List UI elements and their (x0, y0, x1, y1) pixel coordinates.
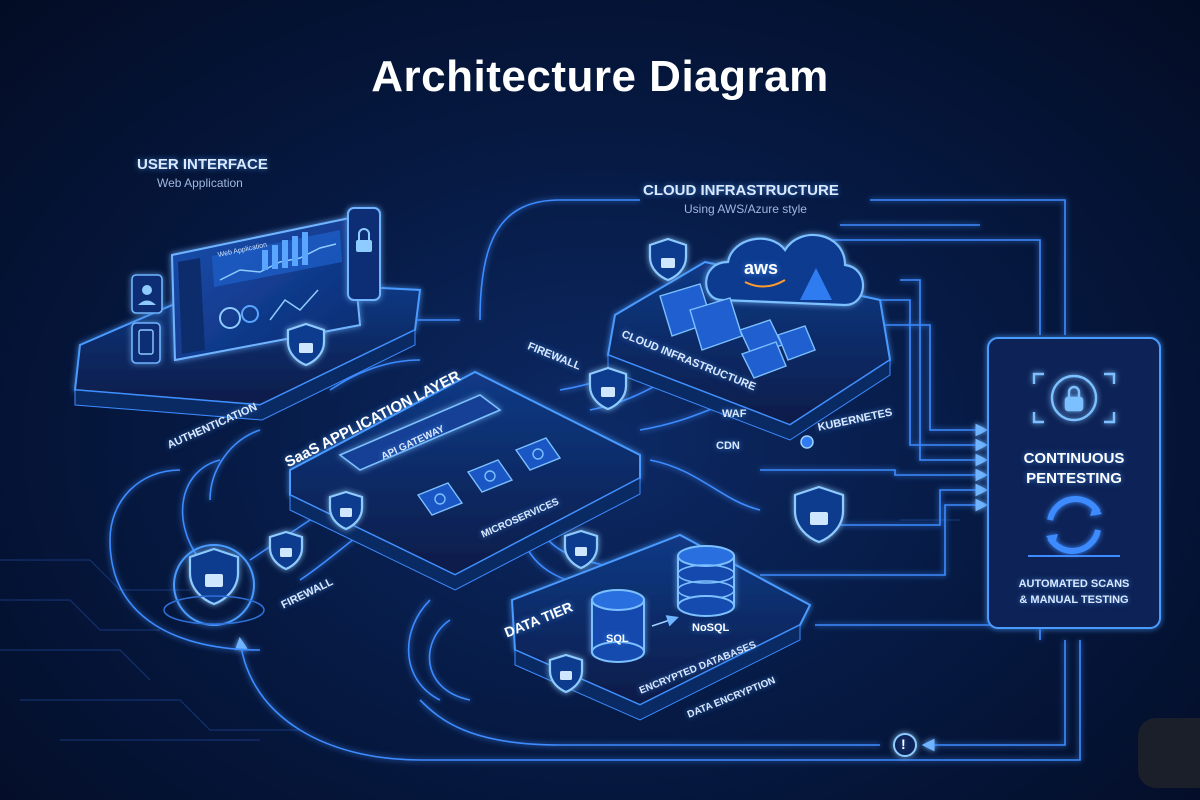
mobile-icon (131, 322, 161, 364)
user-icon (131, 274, 163, 314)
waf-label: WAF (722, 408, 747, 420)
cloud-icon (705, 234, 865, 307)
firewall-ring-base (163, 595, 265, 625)
lock-icon (205, 258, 828, 680)
pentesting-panel (987, 337, 1161, 629)
cloud-subtitle: Using AWS/Azure style (684, 202, 807, 216)
user-interface-title: USER INTERFACE (137, 156, 268, 173)
cdn-label: CDN (716, 440, 740, 452)
connection-lines (109, 199, 1081, 761)
nosql-database-icon (677, 545, 735, 617)
user-interface-platform (73, 207, 422, 421)
laptop-dashboard (170, 216, 362, 362)
mobile-lock-icon (347, 207, 381, 301)
data-tier-platform (510, 533, 812, 721)
alert-symbol: ! (901, 736, 906, 752)
sql-label: SQL (606, 633, 629, 645)
cycle-arrows-icon (1046, 496, 1102, 554)
kubernetes-icon (800, 435, 814, 449)
scan-lock-icon (1032, 372, 1116, 424)
corner-widget (1138, 718, 1200, 788)
user-interface-subtitle: Web Application (157, 176, 243, 190)
cloud-title: CLOUD INFRASTRUCTURE (643, 182, 839, 199)
firewall-ring (173, 544, 255, 626)
pentesting-title-line1: CONTINUOUS (1023, 450, 1125, 467)
pentesting-title-line2: PENTESTING (1026, 470, 1122, 487)
cloud-platform (606, 234, 892, 441)
app-layer-platform (289, 370, 641, 591)
container-icon (659, 283, 816, 379)
gear-icon (416, 437, 562, 516)
sql-database-icon (591, 589, 645, 663)
nosql-label: NoSQL (692, 622, 730, 634)
pentesting-caption-line2: & MANUAL TESTING (1019, 594, 1129, 606)
aws-label: aws (744, 258, 779, 278)
alert-icon (893, 733, 917, 757)
circuit-background (0, 519, 960, 741)
pentesting-caption-line1: AUTOMATED SCANS (1018, 578, 1130, 590)
page-title: Architecture Diagram (371, 52, 829, 101)
